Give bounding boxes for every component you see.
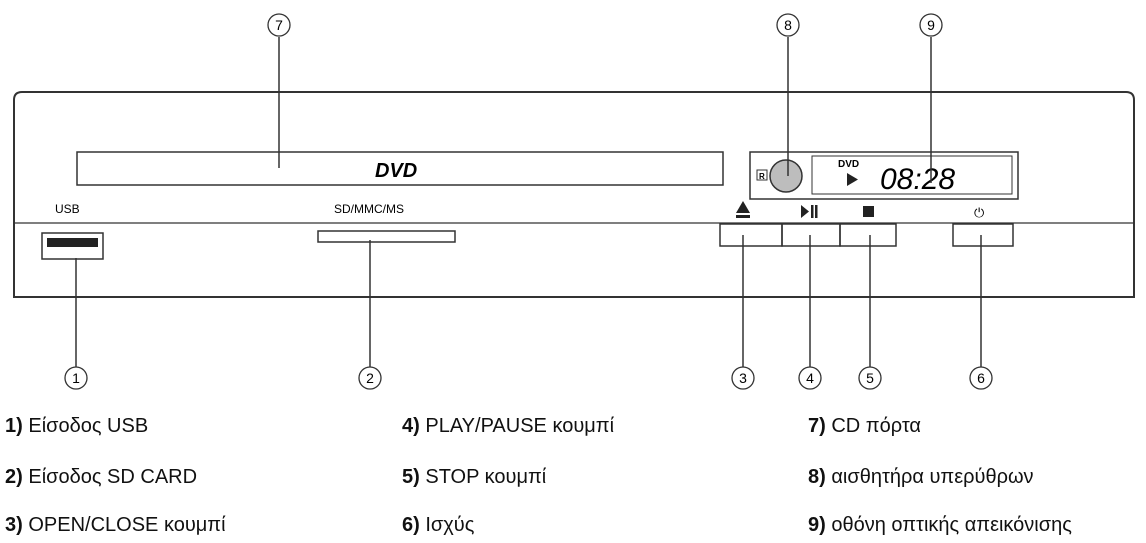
leader-lines [75, 37, 982, 367]
legend-item-9: 9) οθόνη οπτικής απεικόνισης [808, 514, 1072, 536]
callout-4: 4 [798, 366, 822, 390]
play-indicator-icon [847, 173, 858, 186]
legend-item-2: 2) Είσοδος SD CARD [5, 466, 198, 488]
svg-text:1: 1 [72, 370, 80, 386]
legend-item-6: 6) Ισχύς [402, 514, 475, 536]
callout-5: 5 [858, 366, 882, 390]
play-pause-button[interactable] [781, 223, 841, 247]
open-close-button[interactable] [719, 223, 783, 247]
card-slot[interactable] [317, 230, 456, 243]
power-button[interactable] [952, 223, 1014, 247]
svg-text:5: 5 [866, 370, 874, 386]
usb-port[interactable] [41, 232, 104, 260]
display-window [749, 151, 1019, 200]
ir-sensor [769, 159, 803, 193]
legend-item-4: 4) PLAY/PAUSE κουμπί [402, 415, 615, 437]
player-chassis [13, 91, 1135, 298]
legend-item-7: 7) CD πόρτα [808, 415, 921, 437]
display-dvd-logo: DVD [838, 159, 859, 170]
disc-tray-logo: DVD [375, 160, 417, 182]
svg-text:4: 4 [806, 370, 814, 386]
legend-item-5: 5) STOP κουμπί [402, 466, 547, 488]
svg-text:9: 9 [927, 17, 935, 33]
display-screen [811, 155, 1013, 195]
ir-marker-letter: R [759, 172, 765, 181]
disc-tray [76, 151, 724, 186]
callout-3: 3 [731, 366, 755, 390]
svg-text:7: 7 [275, 17, 283, 33]
power-icon: ⏻ [974, 206, 984, 221]
usb-label: USB [55, 202, 80, 216]
svg-text:6: 6 [977, 370, 985, 386]
stop-icon [863, 206, 874, 217]
eject-icon [736, 201, 750, 218]
callout-1: 1 [64, 366, 88, 390]
svg-text:8: 8 [784, 17, 792, 33]
callout-6: 6 [969, 366, 993, 390]
svg-text:2: 2 [366, 370, 374, 386]
play-pause-icon [801, 205, 818, 218]
callout-7: 7 [267, 13, 291, 37]
display-time: 08:28 [880, 163, 955, 196]
callout-9: 9 [919, 13, 943, 37]
callout-2: 2 [358, 366, 382, 390]
legend-item-1: 1) Είσοδος USB [5, 415, 149, 437]
usb-port-inner [47, 238, 98, 247]
stop-button[interactable] [839, 223, 897, 247]
ir-marker-icon [756, 169, 768, 181]
svg-text:3: 3 [739, 370, 747, 386]
legend-item-8: 8) αισθητήρα υπερύθρων [808, 466, 1034, 488]
callout-8: 8 [776, 13, 800, 37]
card-slot-label: SD/MMC/MS [334, 202, 404, 216]
legend-item-3: 3) OPEN/CLOSE κουμπί [5, 514, 226, 536]
